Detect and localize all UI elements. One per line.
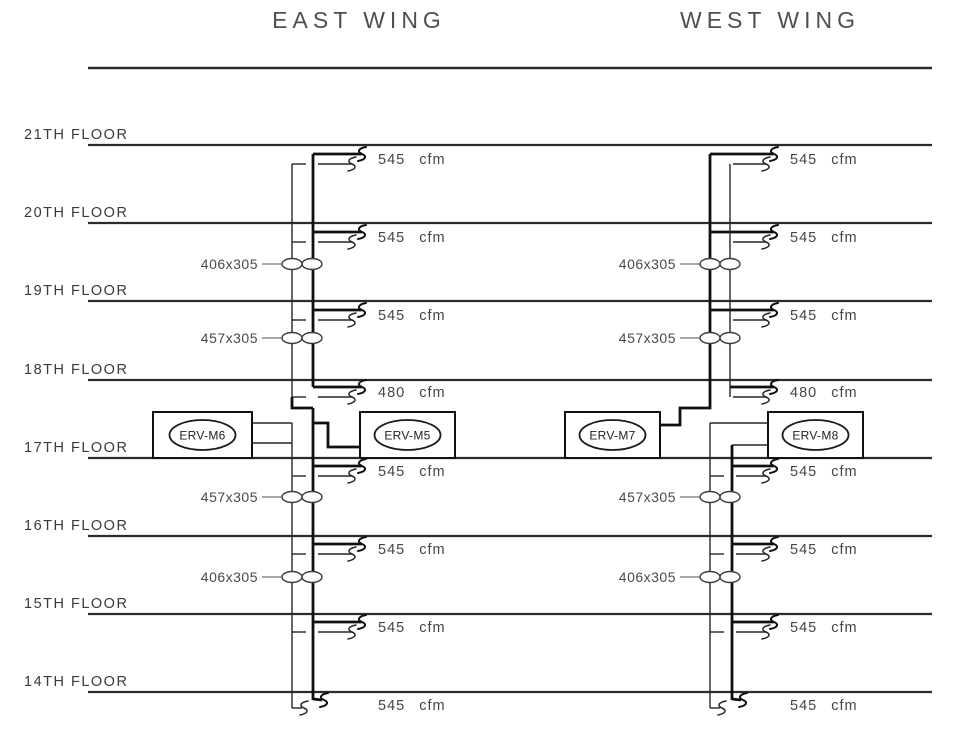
damper-icon [301, 257, 323, 271]
flex-connector-icon [761, 156, 771, 172]
flex-connector-icon [347, 234, 357, 250]
flex-connector-icon [761, 234, 771, 250]
duct-size-label: 457x305 [619, 489, 676, 505]
damper-icon [699, 490, 721, 504]
flex-connector-icon [769, 458, 779, 474]
duct-size-label: 457x305 [201, 489, 258, 505]
damper-icon [699, 257, 721, 271]
duct-size-label: 406x305 [201, 256, 258, 272]
duct-line [731, 697, 742, 702]
flow-label: 545 cfm [378, 620, 446, 636]
duct-linework [88, 66, 932, 716]
flex-connector-icon [761, 468, 771, 484]
flow-label: 545 cfm [790, 542, 858, 558]
duct-size-label: 406x305 [619, 569, 676, 585]
erv-unit-tag: ERV-M8 [792, 429, 838, 443]
damper-icon [719, 331, 741, 345]
flex-connector-icon [717, 700, 727, 716]
flex-connector-icon [347, 624, 357, 640]
erv-unit-tag: ERV-M7 [589, 429, 635, 443]
damper-icon [281, 490, 303, 504]
duct-size-label: 406x305 [201, 569, 258, 585]
flex-connector-icon [769, 379, 779, 395]
flex-connector-icon [769, 536, 779, 552]
flow-label: 545 cfm [378, 308, 446, 324]
flex-connector-icon [769, 614, 779, 630]
flex-connector-icon [347, 156, 357, 172]
flex-connector-icon [357, 379, 367, 395]
damper-icon [281, 331, 303, 345]
diagram-labels: 21TH FLOOR 20TH FLOOR 19TH FLOOR 18TH FLOOR… [24, 127, 858, 714]
erv-unit-tag: ERV-M5 [384, 429, 430, 443]
erv-unit-tag: ERV-M6 [179, 429, 225, 443]
damper-icon [719, 570, 741, 584]
flex-connector-icon [357, 302, 367, 318]
flex-connector-icon [769, 224, 779, 240]
damper-icon [281, 570, 303, 584]
erv-supply-connection [313, 421, 360, 449]
flow-label: 545 cfm [378, 152, 446, 168]
flex-connector-icon [347, 546, 357, 562]
erv-unit-tag-ellipse [373, 419, 442, 451]
flex-connector-icon [761, 312, 771, 328]
damper-icon [699, 331, 721, 345]
flow-label: 480 cfm [378, 385, 446, 401]
flow-label: 545 cfm [378, 698, 446, 714]
flex-connector-icon [299, 700, 309, 716]
damper-icon [301, 570, 323, 584]
flex-connector-icon [357, 536, 367, 552]
flow-label: 480 cfm [790, 385, 858, 401]
damper-icon [301, 490, 323, 504]
floor-label: 15TH FLOOR [24, 596, 128, 612]
erv-unit-tag-ellipse [578, 419, 647, 451]
flow-label: 545 cfm [790, 152, 858, 168]
erv-unit-tag-ellipse [781, 419, 850, 451]
flex-connector-icon [769, 146, 779, 162]
duct-size-label: 457x305 [201, 330, 258, 346]
floor-label: 20TH FLOOR [24, 205, 128, 221]
flex-connector-icon [347, 312, 357, 328]
damper-icon [699, 570, 721, 584]
flow-label: 545 cfm [378, 230, 446, 246]
flow-label: 545 cfm [790, 698, 858, 714]
flow-label: 545 cfm [378, 464, 446, 480]
floor-label: 18TH FLOOR [24, 362, 128, 378]
flex-connector-icon [357, 614, 367, 630]
wing-title-east: EAST WING [272, 7, 446, 33]
flex-connector-icon [738, 692, 748, 708]
duct-size-label: 406x305 [619, 256, 676, 272]
flex-connector-icon [769, 302, 779, 318]
flex-connector-icon [761, 624, 771, 640]
floor-label: 19TH FLOOR [24, 283, 128, 299]
damper-icon [719, 257, 741, 271]
flow-label: 545 cfm [790, 620, 858, 636]
flex-connector-icon [357, 224, 367, 240]
damper-icon [719, 490, 741, 504]
flex-connector-icon [761, 546, 771, 562]
erv-unit-tag-ellipse [168, 419, 237, 451]
flex-connector-icon [319, 692, 329, 708]
floor-label: 16TH FLOOR [24, 518, 128, 534]
flex-connector-icon [761, 389, 771, 405]
riser-offset [290, 397, 313, 410]
flex-connector-icon [357, 458, 367, 474]
duct-size-label: 457x305 [619, 330, 676, 346]
erv-supply-connection [660, 398, 712, 427]
damper-icon [281, 257, 303, 271]
wing-title-west: WEST WING [680, 7, 860, 33]
flex-connector-icon [347, 389, 357, 405]
floor-label: 21TH FLOOR [24, 127, 128, 143]
flow-label: 545 cfm [790, 464, 858, 480]
duct-line [312, 697, 323, 702]
flow-label: 545 cfm [790, 230, 858, 246]
flex-connector-icon [357, 146, 367, 162]
flow-label: 545 cfm [378, 542, 446, 558]
damper-icon [301, 331, 323, 345]
flex-connector-icon [347, 468, 357, 484]
floor-label: 17TH FLOOR [24, 440, 128, 456]
flow-label: 545 cfm [790, 308, 858, 324]
floor-label: 14TH FLOOR [24, 674, 128, 690]
